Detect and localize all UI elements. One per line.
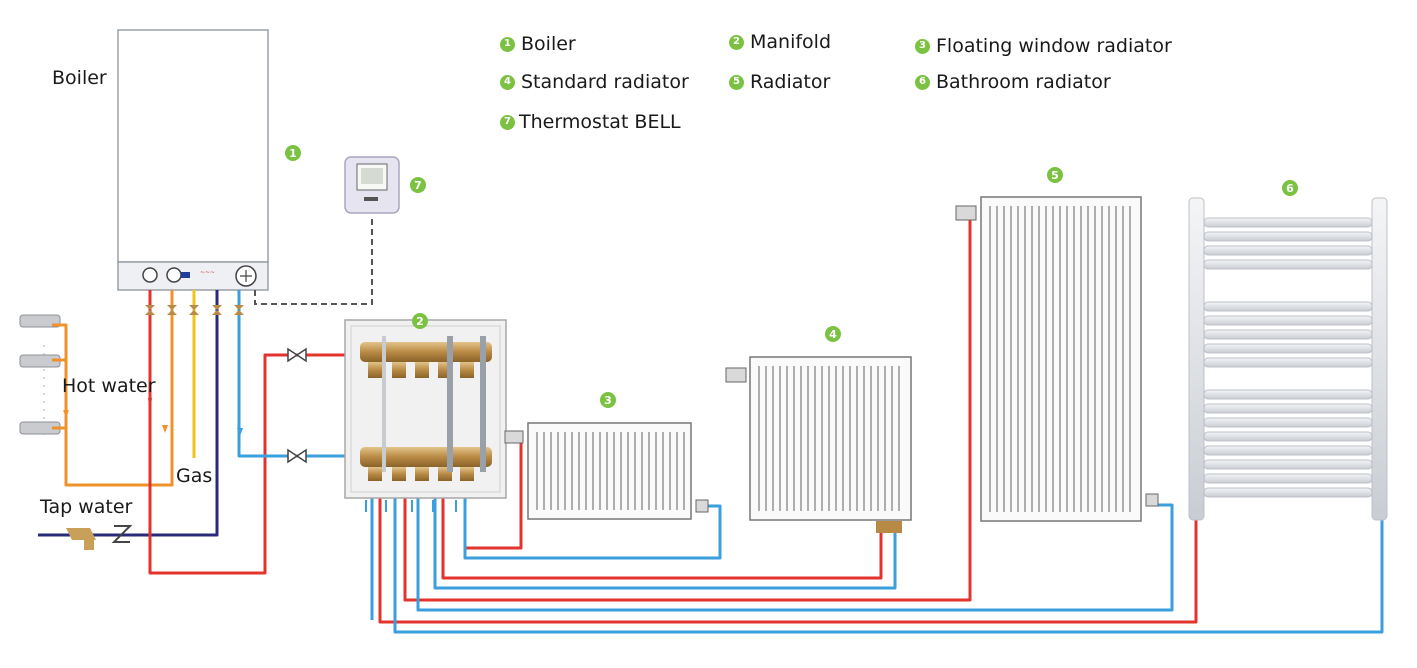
- boiler-dial-icon: [142, 265, 257, 287]
- towel-bar: [1203, 301, 1373, 312]
- legend-text: Thermostat BELL: [519, 111, 681, 133]
- legend-badge: 5: [729, 74, 744, 90]
- flow-arrows: [63, 410, 168, 433]
- towel-bar: [1203, 315, 1373, 326]
- towel-bar: [1203, 445, 1373, 456]
- pipes: [38, 215, 1384, 634]
- legend-item-manifold: 2 Manifold: [729, 31, 831, 53]
- marker-boiler: 1: [285, 145, 301, 161]
- towel-bar: [1203, 217, 1373, 228]
- legend-item-thermostat: 7 Thermostat BELL: [500, 111, 681, 133]
- thermostat: [344, 156, 400, 214]
- check-valve-icon: [66, 525, 133, 550]
- svg-text:4: 4: [829, 328, 837, 341]
- boiler-connections: [145, 290, 244, 345]
- legend-item-floating: 3 Floating window radiator: [915, 35, 1172, 57]
- hot-water-taps: [19, 314, 61, 440]
- towel-bar: [1203, 431, 1373, 442]
- svg-text:1: 1: [289, 147, 297, 160]
- legend-badge: 7: [500, 114, 515, 130]
- standard-radiator: [725, 356, 912, 533]
- marker-bathroom: 6: [1282, 180, 1298, 196]
- diagram-markers: 1 7 2 3 4 5 6: [285, 145, 1298, 408]
- svg-text:2: 2: [416, 315, 424, 328]
- towel-bar: [1203, 417, 1373, 428]
- manifold: [344, 319, 507, 499]
- marker-floating: 3: [600, 392, 616, 408]
- legend-text: Radiator: [750, 71, 831, 93]
- gas-label: Gas: [176, 465, 213, 487]
- towel-bar: [1203, 259, 1373, 270]
- tap-icon: [19, 314, 61, 435]
- towel-bar: [1203, 389, 1373, 400]
- legend-text: Floating window radiator: [936, 35, 1172, 57]
- floating-window-radiator: [504, 422, 709, 520]
- marker-thermostat: 7: [410, 177, 426, 193]
- marker-radiator: 5: [1047, 167, 1063, 183]
- towel-bar: [1203, 245, 1373, 256]
- boiler-valve-icon: [145, 305, 244, 315]
- tap-water-label: Tap water: [40, 496, 133, 518]
- legend-text: Standard radiator: [521, 71, 689, 93]
- towel-bar: [1203, 329, 1373, 340]
- legend-item-boiler: 1 Boiler: [500, 33, 576, 55]
- legend-item-standard: 4 Standard radiator: [500, 71, 689, 93]
- svg-text:6: 6: [1286, 182, 1294, 195]
- thermostat-wire: [254, 215, 373, 305]
- boiler-label: Boiler: [52, 67, 107, 89]
- svg-text:5: 5: [1051, 169, 1059, 182]
- bathroom-radiator: [1188, 197, 1388, 521]
- legend-text: Bathroom radiator: [936, 71, 1111, 93]
- towel-bar: [1203, 343, 1373, 354]
- towel-bar: [1203, 357, 1373, 368]
- legend-text: Boiler: [521, 33, 576, 55]
- legend-text: Manifold: [750, 31, 832, 53]
- legend-badge: 2: [729, 34, 744, 50]
- towel-bar: [1203, 487, 1373, 498]
- legend-badge: 4: [500, 74, 515, 90]
- towel-bar: [1203, 459, 1373, 470]
- marker-manifold: 2: [412, 313, 428, 329]
- valve-icon: [287, 347, 307, 464]
- hot-water-label: Hot water: [62, 375, 156, 397]
- legend-item-radiator: 5 Radiator: [729, 71, 830, 93]
- legend-item-bathroom: 6 Bathroom radiator: [915, 71, 1111, 93]
- svg-text:3: 3: [604, 394, 612, 407]
- towel-bar: [1203, 231, 1373, 242]
- svg-text:7: 7: [414, 179, 422, 192]
- tall-radiator: [955, 196, 1159, 522]
- boiler: ~~~: [117, 29, 269, 291]
- marker-standard: 4: [825, 326, 841, 342]
- boiler-brand-logo: ~~~: [200, 269, 215, 276]
- legend-badge: 1: [500, 36, 515, 52]
- legend-badge: 3: [915, 38, 930, 54]
- legend-badge: 6: [915, 74, 930, 90]
- towel-bar: [1203, 403, 1373, 414]
- towel-bar: [1203, 473, 1373, 484]
